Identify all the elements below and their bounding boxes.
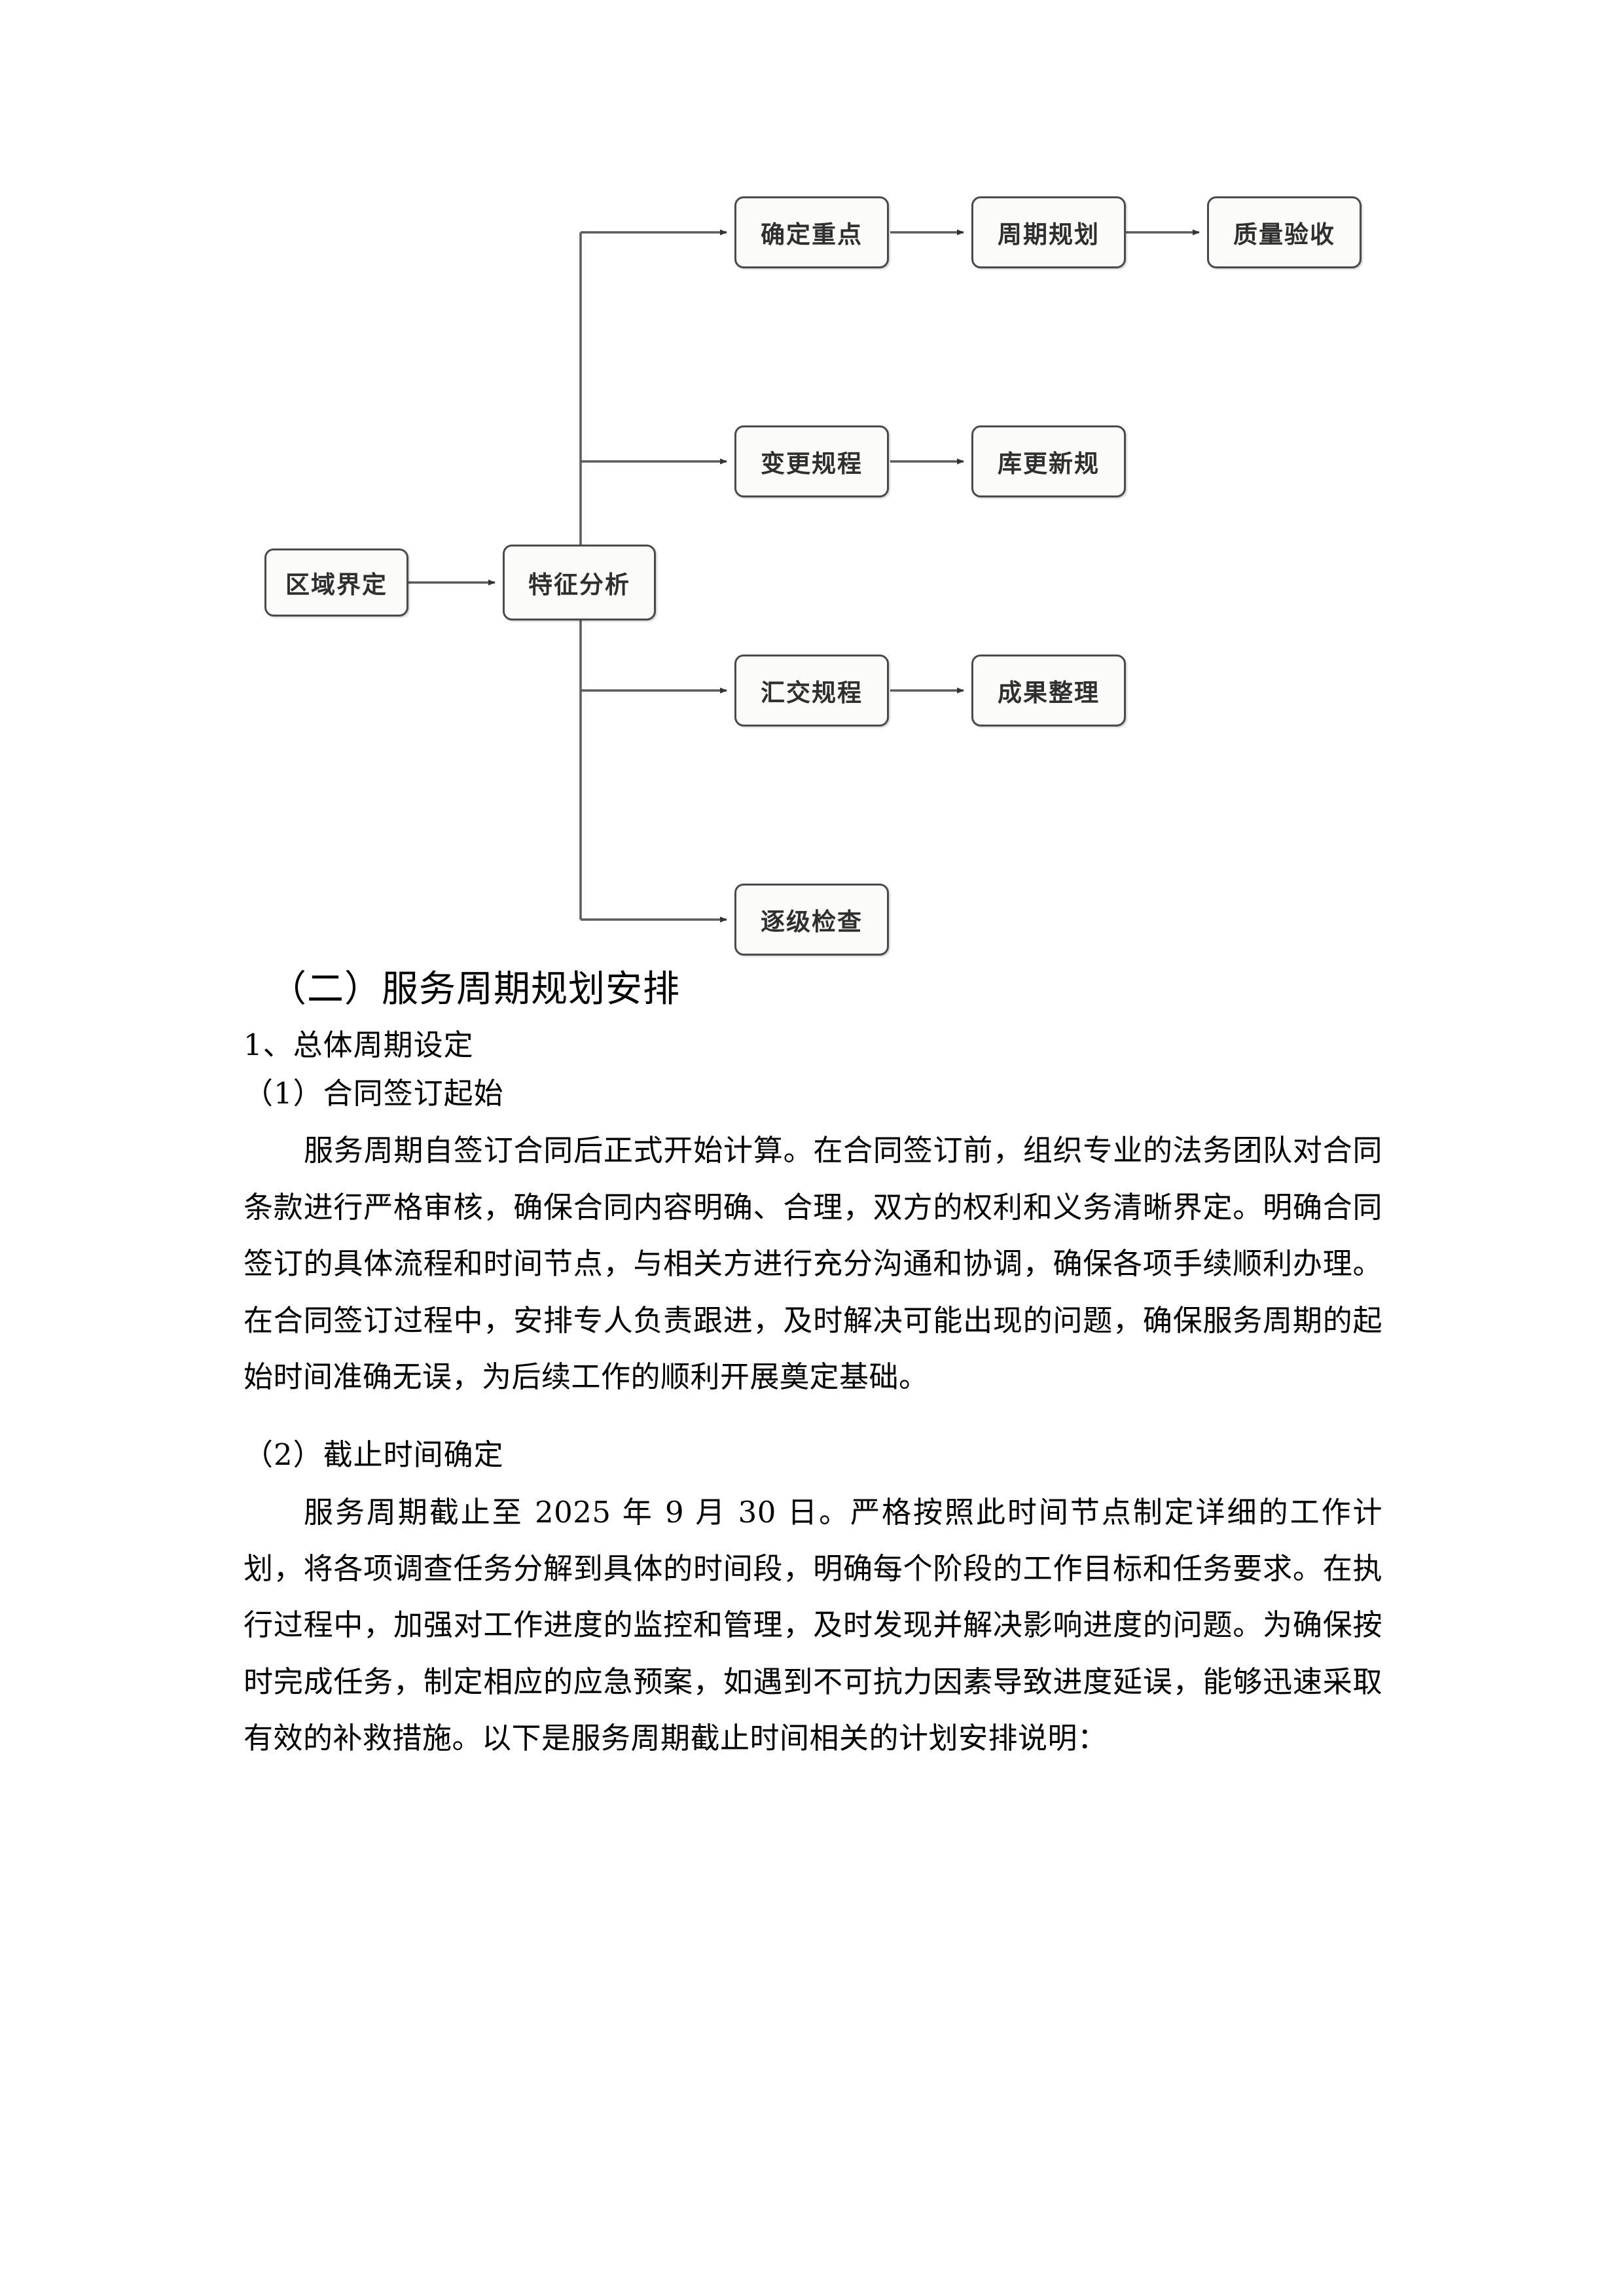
node-label: 特征分析: [528, 571, 630, 599]
sub-heading-overall-cycle: 1、总体周期设定: [244, 1027, 474, 1062]
node-database-update[interactable]: 库更新规: [971, 425, 1126, 497]
node-label: 周期规划: [998, 221, 1100, 249]
node-region-definition[interactable]: 区域界定: [264, 548, 408, 617]
node-change-procedure[interactable]: 变更规程: [734, 425, 889, 497]
paragraph-contract-start: 服务周期自签订合同后正式开始计算。在合同签订前，组织专业的法务团队对合同条款进行…: [244, 1133, 1382, 1394]
node-cycle-planning[interactable]: 周期规划: [971, 196, 1126, 268]
node-label: 库更新规: [998, 450, 1100, 478]
section-heading: （二）服务周期规划安排: [270, 968, 680, 1011]
node-level-inspection[interactable]: 逐级检查: [734, 884, 889, 956]
node-feature-analysis[interactable]: 特征分析: [503, 545, 656, 620]
diagram-connectors: [408, 229, 1200, 923]
node-label: 质量验收: [1233, 221, 1335, 249]
node-label: 变更规程: [761, 450, 863, 478]
paragraph-deadline: 服务周期截止至 2025 年 9 月 30 日。严格按照此时间节点制定详细的工作…: [244, 1494, 1382, 1756]
item-heading-contract-start: （1）合同签订起始: [244, 1076, 504, 1111]
node-label: 确定重点: [761, 221, 863, 249]
paragraph-spacer: [244, 1416, 1382, 1435]
item-heading-deadline: （2）截止时间确定: [244, 1437, 504, 1473]
node-determine-focus[interactable]: 确定重点: [734, 196, 889, 268]
node-label: 汇交规程: [761, 679, 863, 707]
document-text-body: （二）服务周期规划安排 1、总体周期设定 （1）合同签订起始 服务周期自签订合同…: [244, 966, 1382, 1778]
node-label: 逐级检查: [761, 908, 863, 936]
workflow-diagram: 区域界定 特征分析 确定重点 周期规划 质量验收 变更规程 库更新规 汇交规程 …: [0, 0, 1624, 982]
node-submission-procedure[interactable]: 汇交规程: [734, 655, 889, 726]
node-label: 成果整理: [998, 679, 1100, 707]
node-quality-acceptance[interactable]: 质量验收: [1207, 196, 1362, 268]
node-label: 区域界定: [285, 571, 388, 599]
node-result-organization[interactable]: 成果整理: [971, 655, 1126, 726]
